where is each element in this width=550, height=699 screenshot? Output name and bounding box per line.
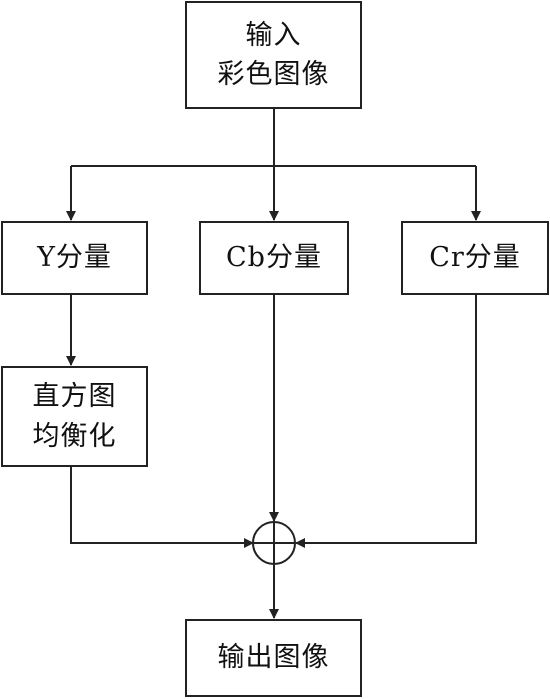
cr-component-label: Cr分量 [429,242,521,274]
y-component-box: Y分量 [1,221,148,295]
cb-component-label: Cb分量 [226,242,322,274]
histogram-equalization-line2: 均衡化 [32,420,117,452]
histogram-equalization-line1: 直方图 [32,381,117,413]
edge-histogram-equalization-to-combine [70,467,254,548]
combine-circle-plus-icon [252,521,296,565]
input-color-image-box: 输入 彩色图像 [185,1,362,109]
output-image-label: 输出图像 [217,642,330,674]
cr-component-box: Cr分量 [401,221,549,295]
output-image-box: 输出图像 [185,619,362,697]
edge-cr-to-combine [295,295,477,548]
histogram-equalization-box: 直方图 均衡化 [1,366,148,467]
cb-component-box: Cb分量 [199,221,349,295]
y-component-label: Y分量 [37,242,112,274]
input-box-line1: 输入 [245,19,302,51]
input-box-line2: 彩色图像 [217,59,330,90]
